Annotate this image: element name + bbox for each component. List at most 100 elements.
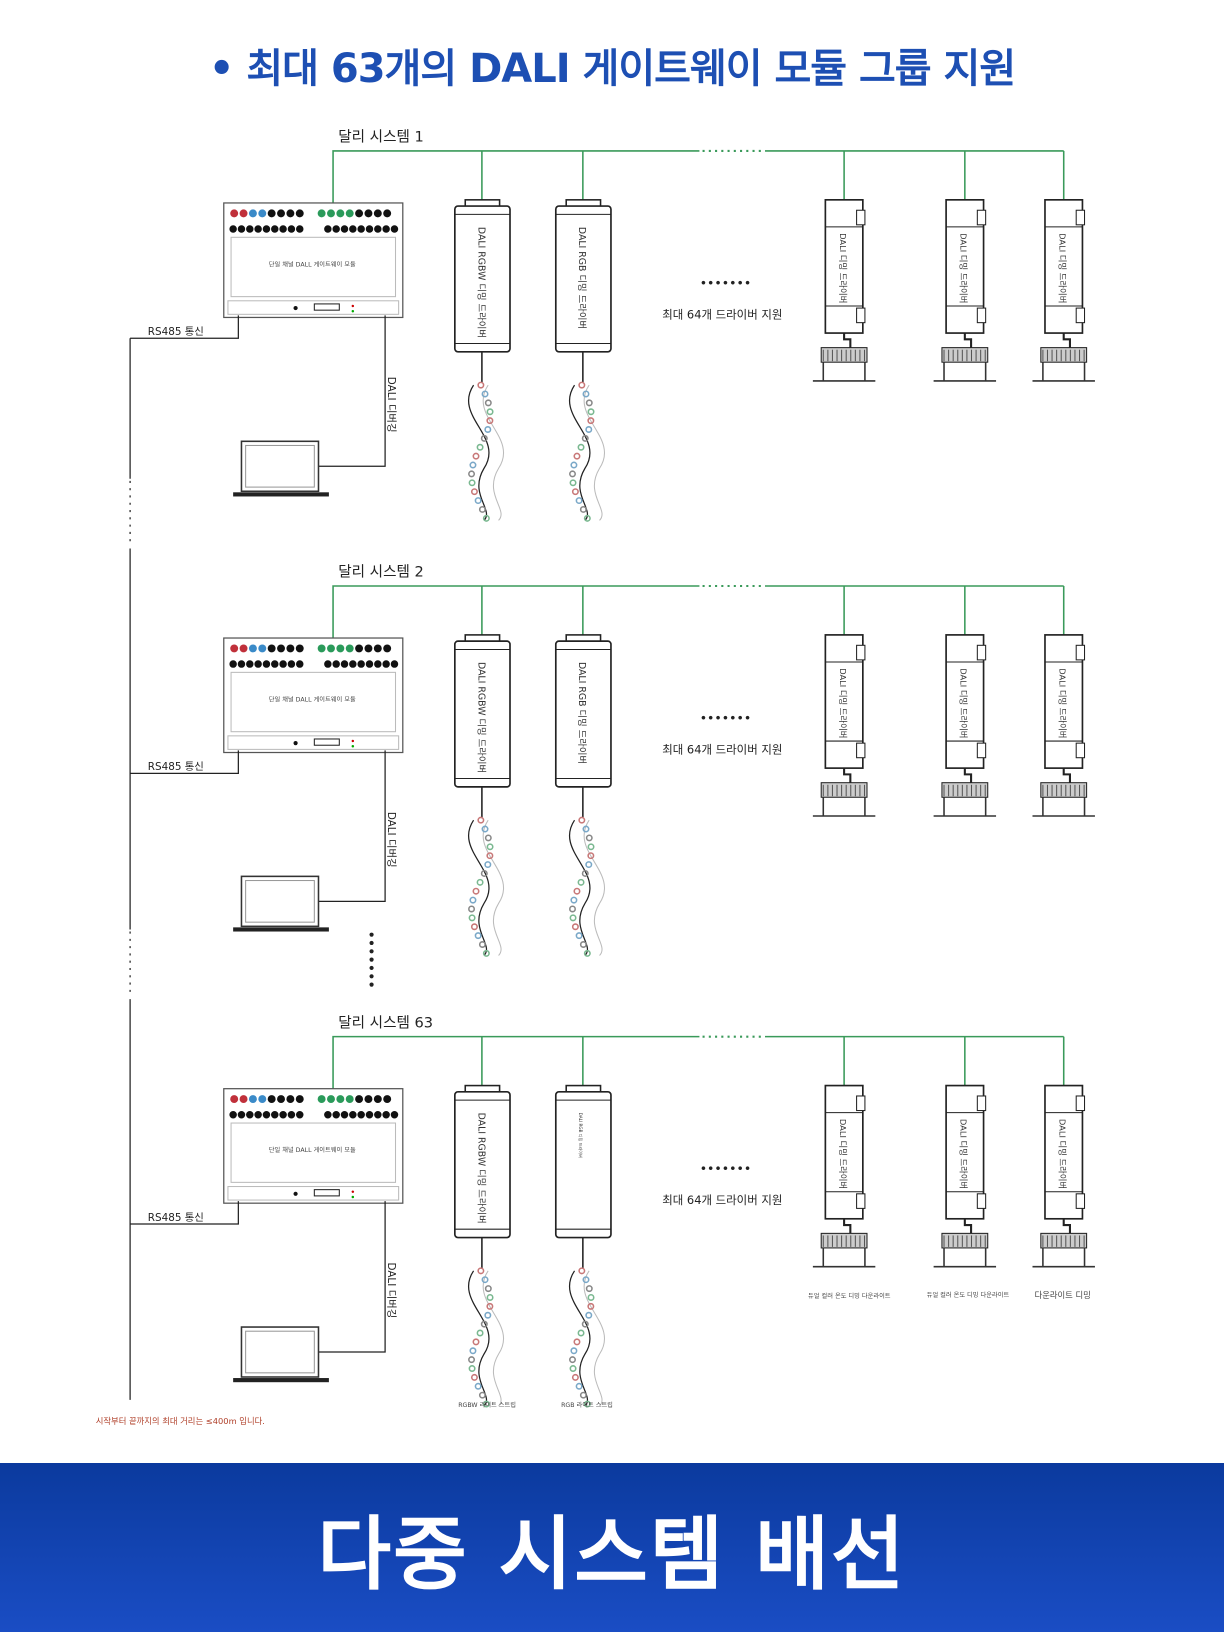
strip-led xyxy=(581,869,589,877)
strip-led xyxy=(578,381,586,389)
vertical-ellipsis-dot xyxy=(369,982,374,987)
terminal xyxy=(230,1095,239,1104)
downlight-label: 듀얼 컬러 온도 디밍 다운라이트 xyxy=(808,1292,891,1300)
strip-led xyxy=(585,1285,593,1293)
strip-led xyxy=(468,479,476,487)
dim-driver-tab xyxy=(1075,742,1086,759)
strip-led xyxy=(472,452,480,460)
terminal xyxy=(267,209,276,218)
strip-led xyxy=(484,861,492,869)
laptop-bezel xyxy=(245,1330,315,1374)
terminal xyxy=(383,1095,392,1104)
downlight-label: 듀얼 컬러 온도 디밍 다운라이트 xyxy=(927,1291,1010,1299)
strip-led xyxy=(573,887,581,895)
terminal xyxy=(383,209,392,218)
fixture-cable xyxy=(1062,333,1071,348)
terminal xyxy=(239,209,248,218)
strip-led xyxy=(585,1311,593,1319)
strip-led xyxy=(582,825,590,833)
dim-driver-label: DALI 디밍 드라이버 xyxy=(959,668,969,738)
fixture-cable xyxy=(963,768,973,783)
gateway-label: 단일 채널 DALL 게이트웨이 모듈 xyxy=(269,260,356,268)
terminal xyxy=(357,1110,365,1119)
strip-led xyxy=(577,443,585,451)
dim-driver-tab xyxy=(1075,1095,1086,1112)
terminal xyxy=(246,225,254,233)
strip-led xyxy=(569,479,577,487)
system-title: 달리 시스템 1 xyxy=(338,129,424,146)
terminal xyxy=(374,660,382,668)
terminal xyxy=(262,225,271,233)
rs485-label: RS485 통신 xyxy=(148,761,204,773)
terminal xyxy=(267,644,276,653)
strip-led xyxy=(481,825,489,833)
strip-led xyxy=(477,1267,485,1275)
dali-system-1: 달리 시스템 1 단일 채널 DALL 게이트웨이 모듈 RS485 통신 DALI … xyxy=(130,129,1095,522)
terminal xyxy=(296,660,304,668)
dim-driver-tab xyxy=(856,307,866,324)
strip-led xyxy=(474,932,482,940)
strip-edge xyxy=(482,1270,505,1407)
fixture-cable xyxy=(963,333,973,348)
strip-led xyxy=(482,1400,490,1408)
system-title: 달리 시스템 2 xyxy=(338,564,424,581)
driver-label: DALI RGBW 디밍 드라이버 xyxy=(475,227,486,338)
dim-driver-tab xyxy=(976,742,987,759)
terminal xyxy=(345,1095,354,1104)
debug-label: DALI 디버깅 xyxy=(385,812,397,868)
rs485-line xyxy=(130,750,239,774)
terminal xyxy=(237,225,246,233)
strip-edge xyxy=(583,1270,606,1407)
strip-led xyxy=(468,470,476,478)
strip-led xyxy=(481,1276,489,1284)
gateway-port xyxy=(313,303,340,311)
max-drivers-label: 최대 64개 드라이버 지원 xyxy=(662,1193,782,1207)
terminal xyxy=(248,209,257,218)
driver-label: DALI RGB 디밍 드라이버 xyxy=(578,1113,584,1159)
strip-led xyxy=(470,488,478,496)
dim-driver-tab xyxy=(976,1193,987,1209)
strip-led xyxy=(587,417,595,425)
terminal xyxy=(296,1110,304,1119)
terminal xyxy=(277,644,285,653)
strip-led xyxy=(486,417,494,425)
driver-label: DALI RGB 디밍 드라이버 xyxy=(576,227,587,329)
strip-led xyxy=(468,1365,476,1373)
dim-driver-tab xyxy=(976,209,987,226)
dim-driver-label: DALI 디밍 드라이버 xyxy=(1058,1119,1068,1189)
terminal xyxy=(229,225,237,233)
terminal xyxy=(317,209,326,218)
fixture-cable xyxy=(1062,768,1071,783)
terminal xyxy=(364,1095,373,1104)
terminal xyxy=(279,1110,287,1119)
fixture-cable xyxy=(843,333,852,348)
rs485-line xyxy=(130,1201,239,1225)
strip-led xyxy=(575,497,583,505)
ellipsis: ••••••• xyxy=(700,1161,751,1176)
rs485-label: RS485 통신 xyxy=(148,326,204,338)
strip-led xyxy=(582,1276,590,1284)
terminal xyxy=(355,1095,364,1104)
strip-led xyxy=(585,834,593,842)
terminal xyxy=(262,660,271,668)
dim-driver-tab xyxy=(976,644,987,661)
terminal xyxy=(390,1110,399,1119)
strip-led xyxy=(486,852,494,860)
strip-led xyxy=(470,1373,478,1381)
system-title: 달리 시스템 63 xyxy=(338,1014,433,1031)
terminal xyxy=(239,1095,248,1104)
vertical-ellipsis-dot xyxy=(369,949,374,954)
terminal xyxy=(324,1110,332,1119)
dim-driver-label: DALI 디밍 드라이버 xyxy=(1058,233,1068,303)
terminal xyxy=(258,209,267,218)
strip-led xyxy=(480,869,488,877)
terminal xyxy=(364,644,373,653)
distance-note: 시작부터 끝까지의 최대 거리는 ≤400m 입니다. xyxy=(96,1416,265,1426)
laptop-screen xyxy=(240,440,320,493)
terminal xyxy=(336,1095,345,1104)
strip-led xyxy=(575,932,583,940)
strip-led xyxy=(468,1356,476,1364)
strip-led xyxy=(486,1293,494,1301)
strip-led xyxy=(587,1293,595,1301)
